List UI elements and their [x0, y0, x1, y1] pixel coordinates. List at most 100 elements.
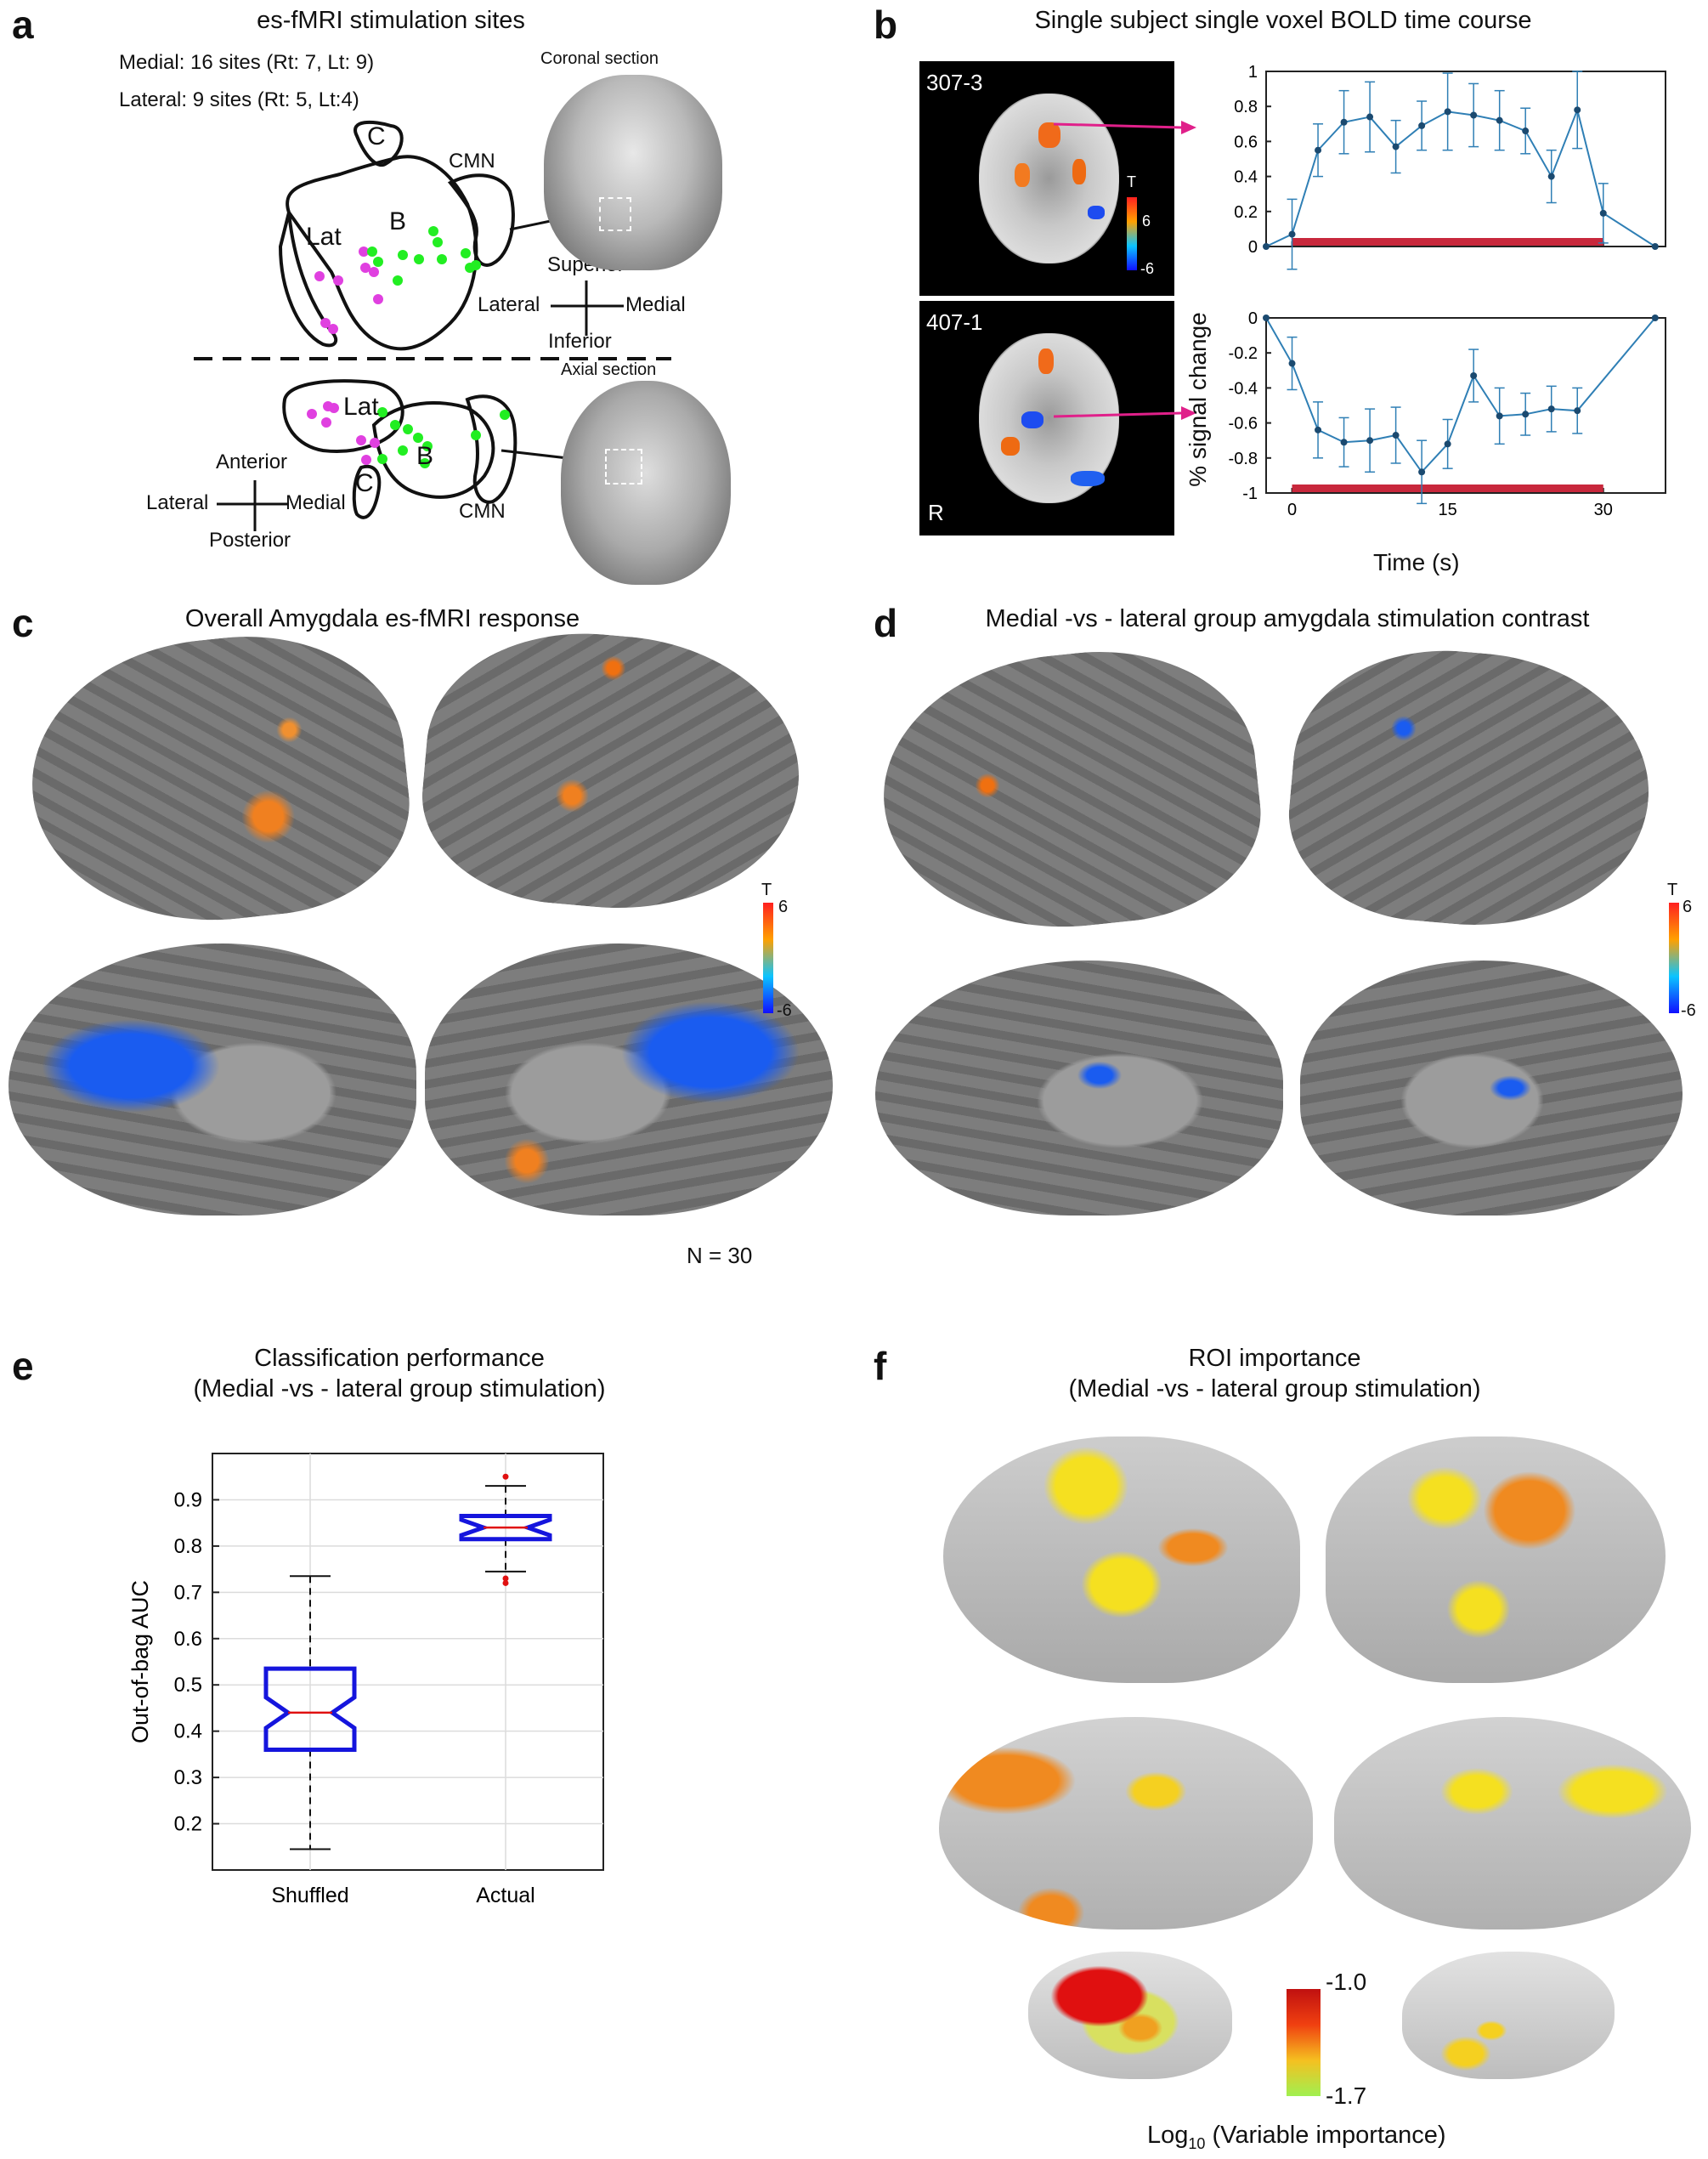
bold-data-point — [1651, 243, 1659, 250]
importance-cbar-max: -1.0 — [1326, 1969, 1367, 1995]
nucleus-b-outline-top — [286, 155, 478, 351]
bold-ylabel: % signal change — [1185, 312, 1211, 487]
medial-site-dot — [422, 441, 433, 451]
y-tick-label: -0.6 — [1229, 415, 1258, 434]
voxel-pointer-arrows — [1054, 121, 1196, 420]
cbar-d-max: 6 — [1683, 898, 1693, 916]
mri-axial-slice-2 — [919, 301, 1174, 536]
stimulation-site-dots — [307, 226, 510, 468]
nucleus-lat-label-top: Lat — [306, 223, 342, 251]
compass-anterior: Anterior — [216, 450, 288, 473]
nucleus-cmn-outline-bottom — [465, 394, 517, 504]
bold-data-point — [1340, 118, 1348, 126]
medial-site-dot — [500, 410, 510, 420]
bold-data-point — [1547, 173, 1555, 180]
lateral-site-dot — [328, 324, 338, 334]
bold-data-point — [1574, 407, 1581, 415]
nucleus-cmn-outline-top — [447, 173, 515, 267]
x-tick-label: 30 — [1594, 501, 1613, 519]
nucleus-c-label-top: C — [367, 122, 386, 150]
bold-data-point — [1522, 411, 1530, 418]
importance-cbar-min: -1.7 — [1326, 2082, 1367, 2109]
nucleus-lat-label-bottom: Lat — [343, 393, 379, 421]
y-tick-label: 0.2 — [1234, 203, 1258, 222]
y-tick-label: -1 — [1242, 484, 1258, 503]
boxplot-ylabel: Out-of-bag AUC — [127, 1580, 153, 1743]
compass-inferior: Inferior — [548, 330, 612, 353]
bold-data-point — [1263, 243, 1270, 250]
medial-site-dot — [393, 275, 403, 286]
medial-site-dot — [433, 237, 443, 247]
lateral-site-dot — [356, 435, 366, 445]
brain-lateral-left-c — [18, 620, 421, 939]
bold-data-point — [1547, 405, 1555, 413]
medial-sites-text: Medial: 16 sites (Rt: 7, Lt: 9) — [119, 51, 375, 74]
bold-data-point — [1366, 437, 1374, 445]
stimulation-period-bar — [1292, 238, 1603, 246]
medial-site-dot — [461, 248, 471, 258]
nucleus-lat-outline-top — [278, 212, 338, 348]
bold-data-point — [1522, 128, 1530, 135]
panel-b-label: b — [874, 3, 898, 47]
bold-data-point — [1340, 439, 1348, 446]
brain-medial-left-d — [875, 960, 1283, 1216]
medial-site-dot — [428, 226, 438, 236]
lateral-site-dot — [321, 417, 331, 428]
lateral-site-dot — [360, 263, 370, 273]
coronal-brain-image — [544, 75, 722, 270]
bold-data-point — [1574, 106, 1581, 114]
medial-site-dot — [390, 420, 400, 430]
subcortical-render-right — [1402, 1952, 1615, 2079]
nucleus-b-label-bottom: B — [416, 442, 434, 470]
panel-e-label: e — [12, 1344, 34, 1388]
coronal-roi-box — [599, 197, 631, 231]
panel-d-label: d — [874, 601, 898, 645]
bold-data-point — [1263, 314, 1270, 321]
outlier-point — [502, 1579, 509, 1586]
bold-data-point — [1496, 116, 1503, 124]
y-tick-label: 0.9 — [174, 1488, 202, 1511]
brain-lateral-right-d — [1280, 638, 1660, 940]
bold-data-point — [1288, 230, 1296, 238]
importance-colorbar — [1287, 1989, 1321, 2096]
brain-medial-left-c — [8, 944, 416, 1216]
y-tick-label: 0.6 — [1234, 133, 1258, 151]
nucleus-b-outline-bottom — [371, 401, 495, 499]
orientation-label: R — [928, 500, 944, 525]
panel-e-title-line1: Classification performance — [254, 1345, 545, 1372]
nucleus-cmn-label-top: CMN — [449, 150, 495, 173]
brain-lateral-left-d — [870, 635, 1271, 946]
importance-cbar-label: Log10 (Variable importance) — [1147, 2122, 1446, 2152]
bold-data-point — [1470, 111, 1478, 119]
mri-cbar-label: T — [1127, 173, 1136, 190]
outlier-point — [502, 1473, 509, 1480]
x-tick-label: 15 — [1439, 501, 1457, 519]
cbar-c-min: -6 — [777, 1001, 792, 1020]
brain-roi-lateral-right — [1326, 1436, 1666, 1683]
bold-data-point — [1444, 108, 1451, 116]
compass-posterior: Posterior — [209, 529, 291, 552]
lateral-site-dot — [314, 271, 325, 281]
lateral-site-dot — [369, 267, 379, 277]
cbar-d-min: -6 — [1681, 1001, 1696, 1020]
y-tick-label: 0.2 — [174, 1813, 202, 1836]
bold-series-line — [1265, 107, 1656, 247]
nucleus-cmn-label-bottom: CMN — [459, 500, 506, 523]
axial-section-label: Axial section — [561, 360, 657, 379]
lateral-site-dot — [307, 409, 317, 419]
compass-lateral-axial: Lateral — [146, 491, 209, 514]
lateral-site-dot — [361, 455, 371, 465]
cbar-c-label: T — [761, 881, 772, 899]
medial-site-dot — [414, 254, 424, 264]
y-tick-label: -0.8 — [1229, 450, 1258, 468]
brain-lateral-right-c — [413, 620, 811, 924]
compass-medial-coronal: Medial — [625, 293, 686, 316]
brain-roi-medial-left — [939, 1717, 1313, 1930]
brain-roi-lateral-left — [943, 1436, 1300, 1683]
subject-id-2: 407-1 — [926, 309, 983, 335]
bold-data-point — [1470, 371, 1478, 379]
y-tick-label: 1 — [1248, 63, 1258, 82]
stimulation-period-bar — [1292, 484, 1603, 492]
